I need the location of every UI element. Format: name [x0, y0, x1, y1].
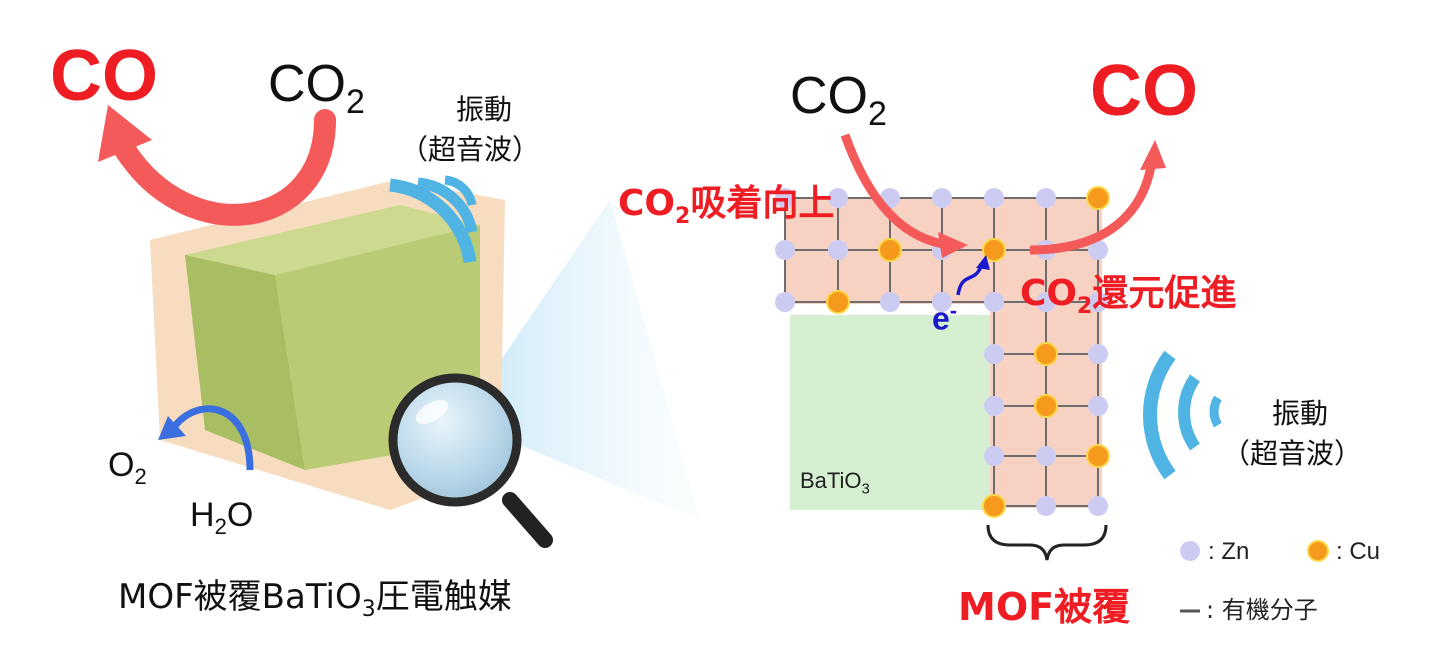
zn-atom	[1088, 240, 1108, 260]
zn-atom	[984, 344, 1004, 364]
magnifier-icon	[388, 373, 553, 548]
mof-coating-region	[785, 198, 1102, 508]
left-caption: MOF被覆BaTiO3圧電触媒	[118, 577, 512, 622]
zn-atom	[1088, 292, 1108, 312]
left-ultrasound-waves-icon	[389, 175, 478, 264]
left-vibration-label: 振動	[456, 93, 513, 126]
cu-atom	[1034, 342, 1058, 366]
co2-reduction-label: CO2還元促進	[1020, 273, 1237, 319]
electron-label: e-	[932, 298, 958, 337]
electron-transfer-arrow	[956, 263, 984, 296]
zn-atom	[775, 292, 795, 312]
zn-atom	[932, 188, 952, 208]
co2-adsorption-label: CO2吸着向上	[618, 183, 835, 229]
zn-atom	[1036, 188, 1056, 208]
co-release-arrow	[1029, 159, 1157, 255]
left-arrow-head	[98, 105, 152, 162]
cu-atom	[826, 290, 850, 314]
mof-coating-label: MOF被覆	[958, 585, 1131, 629]
co2-adsorption-arrow-head	[938, 232, 968, 258]
water-arrow-head	[158, 416, 186, 440]
zn-atom	[1088, 496, 1108, 516]
electron-arrow-head	[976, 255, 990, 270]
zn-atom	[1036, 292, 1056, 312]
batio3-region	[790, 315, 990, 510]
zn-atom	[775, 188, 795, 208]
legend-cu-label: : Cu	[1336, 538, 1381, 565]
mof-coating-bracket	[986, 524, 1108, 561]
water-oxidation-arrow	[169, 405, 254, 471]
legend-zn-label: : Zn	[1208, 538, 1250, 565]
left-ultrasound-label: （超音波）	[400, 133, 541, 166]
h2o-label: H2O	[190, 496, 254, 539]
cu-atom	[1086, 186, 1110, 210]
legend-zn-marker	[1180, 541, 1200, 561]
zn-atom	[1088, 396, 1108, 416]
zn-atom	[828, 188, 848, 208]
right-vibration-label: 振動	[1272, 397, 1329, 430]
cu-atom	[878, 238, 902, 262]
left-reaction-arrow	[114, 109, 336, 226]
right-ultrasound-label: （超音波）	[1222, 437, 1363, 470]
right-co-label: CO	[1090, 51, 1198, 131]
legend-cu-marker	[1307, 540, 1329, 562]
zn-atom	[828, 240, 848, 260]
zn-atom	[984, 188, 1004, 208]
zn-atom	[984, 446, 1004, 466]
co-release-arrow-head	[1140, 140, 1166, 170]
cu-atom	[1034, 394, 1058, 418]
left-co-label: CO	[50, 36, 158, 116]
zn-atom	[984, 396, 1004, 416]
zn-atom	[1088, 344, 1108, 364]
batio3-label: BaTiO3	[800, 468, 870, 498]
cu-atom	[982, 238, 1006, 262]
zn-atom	[880, 292, 900, 312]
zn-atom	[984, 292, 1004, 312]
co2-adsorption-arrow	[840, 133, 951, 250]
cu-atom	[982, 494, 1006, 518]
zn-atom	[775, 240, 795, 260]
cube-front-face	[185, 255, 305, 470]
zn-atom	[1036, 446, 1056, 466]
zn-atom	[932, 292, 952, 312]
right-co2-label: CO2	[790, 67, 887, 133]
right-ultrasound-waves-icon	[1143, 350, 1222, 480]
cube-top-face	[185, 205, 480, 275]
cu-atom	[1086, 444, 1110, 468]
zn-atom	[1036, 496, 1056, 516]
o2-label: O2	[108, 446, 147, 489]
left-co2-label: CO2	[268, 55, 365, 121]
legend-organic-label: : 有機分子	[1206, 596, 1318, 624]
